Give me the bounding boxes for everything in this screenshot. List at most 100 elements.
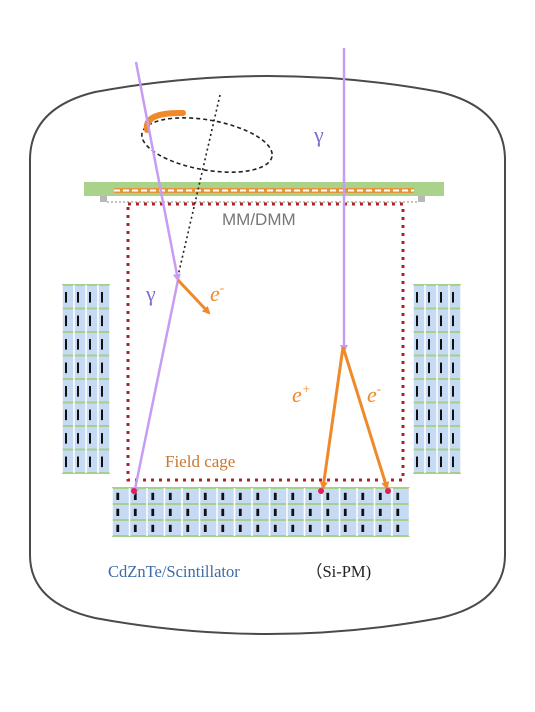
pixel-sensor bbox=[203, 508, 207, 516]
pixel-sensor bbox=[77, 456, 79, 468]
pixel-sensor bbox=[133, 492, 137, 500]
pixel-sensor bbox=[221, 492, 225, 500]
pixel-sensor bbox=[416, 456, 418, 468]
pixel-sensor bbox=[89, 292, 91, 303]
pixel-sensor bbox=[361, 508, 365, 516]
pixel-sensor bbox=[440, 456, 442, 468]
pixel-sensor bbox=[273, 524, 277, 532]
left-side-calorimeter bbox=[61, 284, 111, 474]
pixel-sensor bbox=[440, 362, 442, 374]
pixel-sensor bbox=[101, 456, 103, 468]
pixel-sensor bbox=[256, 492, 260, 500]
pixel-sensor bbox=[133, 524, 137, 532]
electron-label-right: e- bbox=[367, 381, 381, 407]
pixel-sensor bbox=[416, 409, 418, 421]
calorimeter-label: CdZnTe/Scintillator bbox=[108, 562, 240, 581]
pixel-sensor bbox=[440, 292, 442, 303]
pixel-sensor bbox=[361, 492, 365, 500]
pixel-sensor bbox=[89, 362, 91, 374]
calorimeter-body bbox=[112, 488, 410, 536]
hit-marker bbox=[318, 488, 324, 494]
pixel-sensor bbox=[256, 524, 260, 532]
pixel-sensor bbox=[416, 362, 418, 374]
pixel-sensor bbox=[452, 362, 454, 374]
pixel-sensor bbox=[77, 433, 79, 444]
pixel-sensor bbox=[428, 456, 430, 468]
pixel-sensor bbox=[343, 524, 347, 532]
pixel-sensor bbox=[168, 508, 172, 516]
pixel-sensor bbox=[238, 508, 242, 516]
pixel-sensor bbox=[273, 508, 277, 516]
pixel-sensor bbox=[396, 492, 400, 500]
hit-marker bbox=[131, 488, 137, 494]
pixel-sensor bbox=[89, 433, 91, 444]
pixel-sensor bbox=[65, 339, 67, 350]
electron-track-top bbox=[176, 278, 211, 315]
pixel-sensor bbox=[452, 456, 454, 468]
pixel-sensor bbox=[65, 292, 67, 303]
pixel-sensor bbox=[89, 409, 91, 421]
field-cage-label: Field cage bbox=[165, 452, 235, 471]
pixel-sensor bbox=[308, 524, 312, 532]
pixel-sensor bbox=[101, 433, 103, 444]
pixel-sensor bbox=[416, 433, 418, 444]
pixel-sensor bbox=[101, 292, 103, 303]
pixel-sensor bbox=[326, 508, 330, 516]
pixel-sensor bbox=[89, 315, 91, 327]
pixel-sensor bbox=[133, 508, 137, 516]
pixel-sensor bbox=[151, 508, 155, 516]
bottom-calorimeter bbox=[111, 487, 411, 537]
pixel-sensor bbox=[440, 386, 442, 397]
pixel-sensor bbox=[416, 386, 418, 397]
pixel-sensor bbox=[452, 292, 454, 303]
pixel-sensor bbox=[168, 492, 172, 500]
pixel-sensor bbox=[428, 315, 430, 327]
pixel-sensor bbox=[308, 508, 312, 516]
pixel-sensor bbox=[186, 492, 190, 500]
pixel-sensor bbox=[452, 409, 454, 421]
compton-arc bbox=[143, 109, 186, 133]
pixel-sensor bbox=[440, 339, 442, 350]
pixel-sensor bbox=[77, 339, 79, 350]
pixel-sensor bbox=[396, 524, 400, 532]
pixel-sensor bbox=[151, 492, 155, 500]
pixel-sensor bbox=[151, 524, 155, 532]
pixel-sensor bbox=[101, 386, 103, 397]
pixel-sensor bbox=[101, 315, 103, 327]
pixel-sensor bbox=[326, 524, 330, 532]
pixel-sensor bbox=[308, 492, 312, 500]
pixel-sensor bbox=[77, 315, 79, 327]
mm-dmm-label: MM/DMM bbox=[222, 210, 296, 229]
pixel-sensor bbox=[89, 339, 91, 350]
pixel-sensor bbox=[101, 339, 103, 350]
pixel-sensor bbox=[291, 492, 295, 500]
pixel-sensor bbox=[378, 492, 382, 500]
pixel-sensor bbox=[116, 492, 120, 500]
mm-dmm-plate bbox=[84, 182, 444, 203]
pixel-sensor bbox=[428, 433, 430, 444]
pixel-sensor bbox=[168, 524, 172, 532]
pixel-sensor bbox=[186, 508, 190, 516]
compton-cone-ellipse bbox=[141, 117, 273, 173]
pixel-sensor bbox=[65, 362, 67, 374]
pixel-sensor bbox=[77, 409, 79, 421]
gamma-label-right: γ bbox=[313, 122, 324, 147]
pixel-sensor bbox=[273, 492, 277, 500]
pixel-sensor bbox=[326, 492, 330, 500]
pixel-sensor bbox=[343, 508, 347, 516]
pixel-sensor bbox=[452, 339, 454, 350]
pixel-sensor bbox=[428, 409, 430, 421]
pixel-sensor bbox=[238, 524, 242, 532]
pixel-sensor bbox=[416, 292, 418, 303]
electron-label-top: e- bbox=[210, 280, 224, 306]
sipm-label: （Si-PM) bbox=[306, 562, 371, 581]
hit-marker bbox=[385, 488, 391, 494]
pixel-sensor bbox=[452, 433, 454, 444]
positron-track bbox=[319, 346, 345, 490]
vessel-outline bbox=[29, 75, 506, 635]
gamma-label-left: γ bbox=[145, 281, 156, 306]
pixel-sensor bbox=[65, 433, 67, 444]
pixel-sensor bbox=[65, 315, 67, 327]
pixel-sensor bbox=[65, 456, 67, 468]
pixel-sensor bbox=[416, 315, 418, 327]
